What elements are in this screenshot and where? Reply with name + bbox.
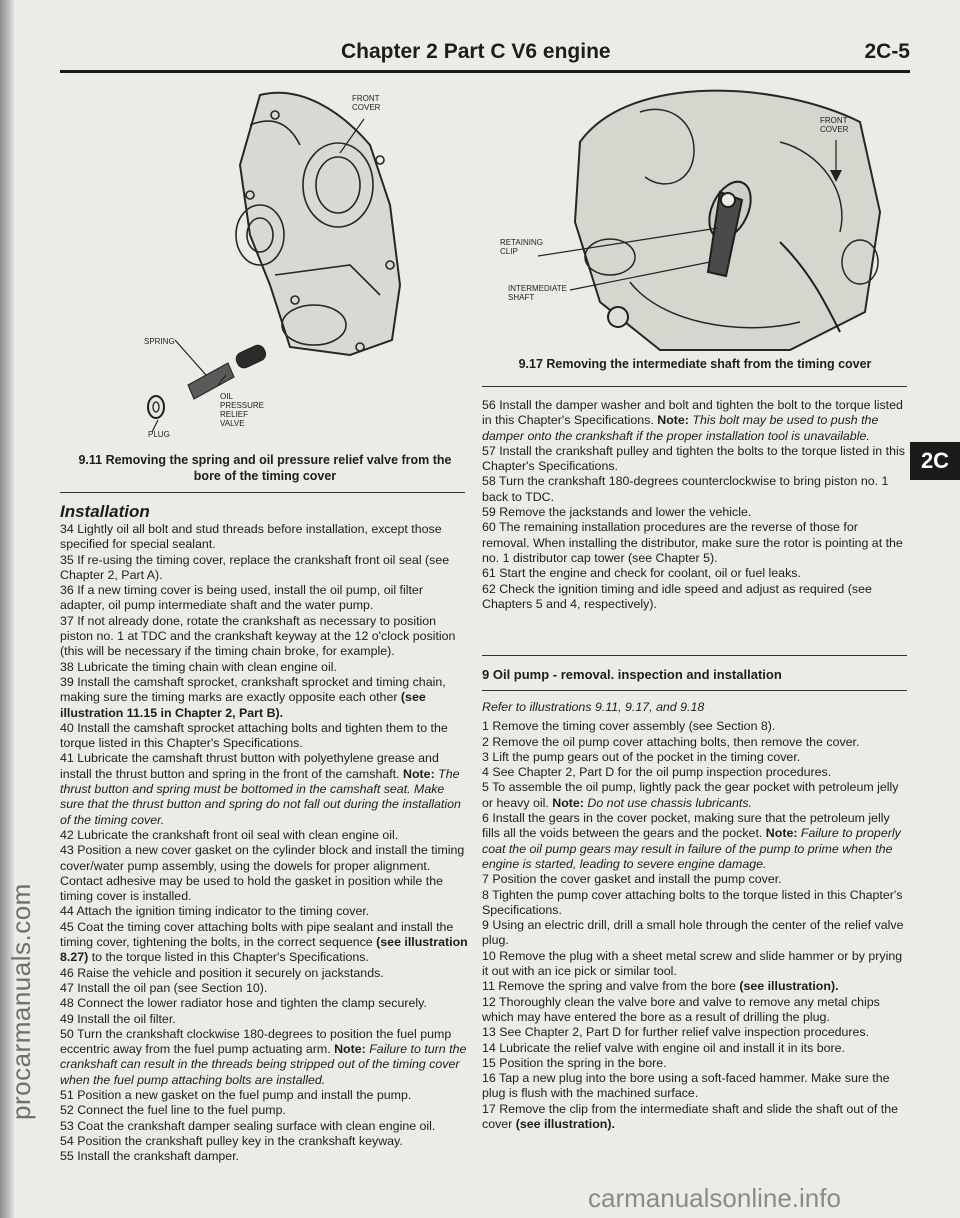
step-54: 54 Position the crankshaft pulley key in…: [60, 1133, 403, 1148]
step-13: 13 See Chapter 2, Part D for further rel…: [482, 1025, 870, 1040]
chapter-title: Chapter 2 Part C V6 engine: [341, 40, 611, 63]
refer-illustrations: Refer to illustrations 9.11, 9.17, and 9…: [482, 700, 705, 714]
step-47: 47 Install the oil pan (see Section 10).: [60, 980, 268, 995]
step-36: 36 If a new timing cover is being used, …: [60, 583, 423, 613]
step-46: 46 Raise the vehicle and position it sec…: [60, 965, 384, 980]
step-37: 37 If not already done, rotate the crank…: [60, 613, 456, 659]
illustration-ref: (see illustration).: [515, 1117, 615, 1132]
binding-edge: [0, 0, 14, 1218]
installation-heading: Installation: [60, 502, 150, 521]
step-45: 45 Coat the timing cover attaching bolts…: [60, 919, 468, 965]
section-rule-bottom: [482, 690, 907, 691]
side-watermark: procarmanuals.com: [6, 883, 36, 1120]
illustration-ref: (see illustration 8.27): [60, 935, 468, 965]
front-cover-label: FRONT COVER: [352, 94, 381, 112]
plug-label: PLUG: [148, 430, 170, 439]
step-56: 56 Install the damper washer and bolt an…: [482, 398, 903, 443]
step-7: 7 Position the cover gasket and install …: [482, 872, 782, 887]
step-10: 10 Remove the plug with a sheet metal sc…: [482, 948, 903, 979]
step-55: 55 Install the crankshaft damper.: [60, 1149, 240, 1164]
step-2: 2 Remove the oil pump cover attaching bo…: [482, 734, 860, 749]
step-52: 52 Connect the fuel line to the fuel pum…: [60, 1103, 286, 1118]
figure-9-11: FRONT COVER SPRING PLUG OIL PRESSURE REL…: [100, 85, 430, 439]
step-9: 9 Using an electric drill, drill a small…: [482, 918, 904, 948]
illustration-ref: (see illustration).: [739, 979, 839, 994]
step-50: 50 Turn the crankshaft clockwise 180-deg…: [60, 1026, 467, 1087]
step-38: 38 Lubricate the timing chain with clean…: [60, 659, 337, 674]
installation-text-continued: 56 Install the damper washer and bolt an…: [482, 398, 907, 612]
section-9-heading: 9 Oil pump - removal. inspection and ins…: [482, 667, 782, 682]
step-51: 51 Position a new gasket on the fuel pum…: [60, 1087, 412, 1102]
intermediate-shaft-label: INTERMEDIATE SHAFT: [508, 284, 567, 302]
note-text: The thrust button and spring must be bot…: [60, 766, 461, 827]
step-1: 1 Remove the timing cover assembly (see …: [482, 719, 776, 734]
step-40: 40 Install the camshaft sprocket attachi…: [60, 720, 448, 751]
step-61: 61 Start the engine and check for coolan…: [482, 566, 801, 581]
note-text: Failure to properly coat the oil pump ge…: [482, 826, 901, 871]
step-42: 42 Lubricate the crankshaft front oil se…: [60, 827, 399, 842]
page-header: Chapter 2 Part C V6 engine 2C-5: [60, 40, 910, 73]
step-14: 14 Lubricate the relief valve with engin…: [482, 1040, 845, 1055]
caption-9-17: 9.17 Removing the intermediate shaft fro…: [518, 357, 872, 371]
step-4: 4 See Chapter 2, Part D for the oil pump…: [482, 765, 832, 780]
step-34: 34 Lightly oil all bolt and stud threads…: [60, 522, 442, 552]
figure-9-17: FRONT COVER RETAINING CLIP INTERMEDIATE …: [480, 82, 910, 354]
caption-rule-left: [60, 492, 465, 493]
step-58: 58 Turn the crankshaft 180-degrees count…: [482, 474, 889, 504]
timing-cover-illustration: [147, 91, 402, 433]
spring-label: SPRING: [144, 337, 175, 346]
retaining-clip-label: RETAINING CLIP: [500, 238, 543, 256]
step-17: 17 Remove the clip from the intermediate…: [482, 1101, 899, 1132]
step-62: 62 Check the ignition timing and idle sp…: [482, 581, 872, 611]
step-60: 60 The remaining installation procedures…: [482, 520, 903, 565]
step-8: 8 Tighten the pump cover attaching bolts…: [482, 887, 903, 917]
step-6: 6 Install the gears in the cover pocket,…: [482, 811, 901, 871]
step-53: 53 Coat the crankshaft damper sealing su…: [60, 1118, 436, 1133]
step-5: 5 To assemble the oil pump, lightly pack…: [482, 780, 899, 810]
note-text: Do not use chassis lubricants.: [587, 795, 752, 810]
step-59: 59 Remove the jackstands and lower the v…: [482, 505, 752, 520]
step-15: 15 Position the spring in the bore.: [482, 1055, 667, 1070]
intermediate-shaft-illustration: [537, 89, 882, 351]
chapter-tab: 2C: [910, 442, 960, 480]
relief-valve-label: OIL PRESSURE RELIEF VALVE: [220, 392, 265, 428]
step-48: 48 Connect the lower radiator hose and t…: [60, 996, 427, 1011]
step-16: 16 Tap a new plug into the bore using a …: [482, 1071, 890, 1101]
front-cover-label-2: FRONT COVER: [820, 116, 849, 134]
step-49: 49 Install the oil filter.: [60, 1011, 176, 1026]
page-number: 2C-5: [864, 40, 910, 63]
step-44: 44 Attach the ignition timing indicator …: [60, 904, 370, 919]
step-3: 3 Lift the pump gears out of the pocket …: [482, 749, 801, 764]
oil-pump-text: Refer to illustrations 9.11, 9.17, and 9…: [482, 700, 907, 1132]
note-text: This bolt may be used to push the damper…: [482, 413, 879, 443]
step-43: 43 Position a new cover gasket on the cy…: [60, 843, 465, 904]
installation-text: 34 Lightly oil all bolt and stud threads…: [60, 522, 470, 1164]
bottom-watermark: carmanualsonline.info: [588, 1183, 841, 1213]
step-41: 41 Lubricate the camshaft thrust button …: [60, 751, 461, 827]
caption-rule-right: [482, 386, 907, 387]
illustration-ref: (see illustration 11.15 in Chapter 2, Pa…: [60, 690, 426, 720]
step-39: 39 Install the camshaft sprocket, cranks…: [60, 674, 446, 720]
note-text: Failure to turn the crankshaft can resul…: [60, 1042, 467, 1087]
step-12: 12 Thoroughly clean the valve bore and v…: [482, 994, 880, 1024]
step-35: 35 If re-using the timing cover, replace…: [60, 552, 450, 582]
step-57: 57 Install the crankshaft pulley and tig…: [482, 443, 905, 474]
caption-9-11: 9.11 Removing the spring and oil pressur…: [78, 453, 452, 483]
step-11: 11 Remove the spring and valve from the …: [482, 979, 839, 994]
section-rule-top: [482, 655, 907, 656]
